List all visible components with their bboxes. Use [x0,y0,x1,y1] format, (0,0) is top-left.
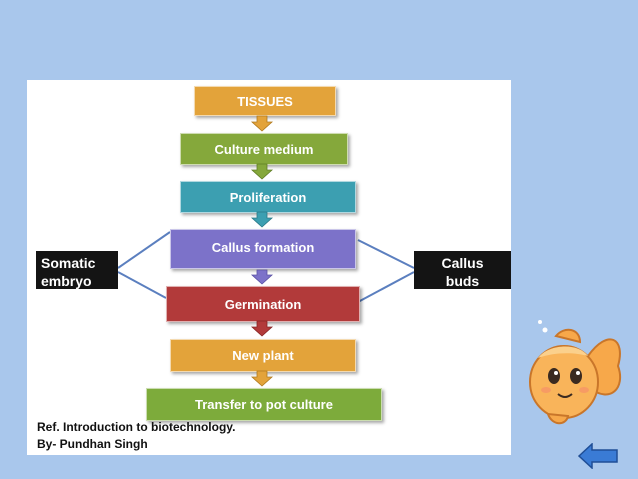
connector-line [117,231,171,269]
connector-line [357,271,415,303]
label-somatic-embryo-line1: Somatic [41,255,96,271]
step-callus-formation: Callus formation [170,229,356,269]
label-somatic-embryo: Somatic embryo [36,251,118,289]
reference-note: Ref. Introduction to biotechnology. By- … [37,419,235,453]
goldfish-icon [529,320,621,425]
step-germination: Germination [166,286,360,322]
down-arrow-icon [250,370,274,387]
label-callus-buds: Callus buds [414,251,511,289]
reference-line-1: Ref. Introduction to biotechnology. [37,420,236,434]
label-callus-buds-line2: buds [445,273,480,289]
reference-line-2: By- Pundhan Singh [37,437,148,451]
down-arrow-icon [250,269,274,285]
step-transfer-to-pot-culture: Transfer to pot culture [146,388,382,421]
down-arrow-icon [250,115,274,132]
connector-line [357,239,415,269]
step-culture-medium: Culture medium [180,133,348,165]
step-tissues: TISSUES [194,86,336,116]
down-arrow-icon [250,211,274,228]
down-arrow-icon [250,163,274,180]
step-proliferation: Proliferation [180,181,356,213]
down-arrow-icon [250,320,274,337]
connector-line [117,271,167,299]
label-callus-buds-line1: Callus [441,255,484,271]
back-arrow-icon[interactable] [578,443,618,469]
label-somatic-embryo-line2: embryo [41,273,92,289]
